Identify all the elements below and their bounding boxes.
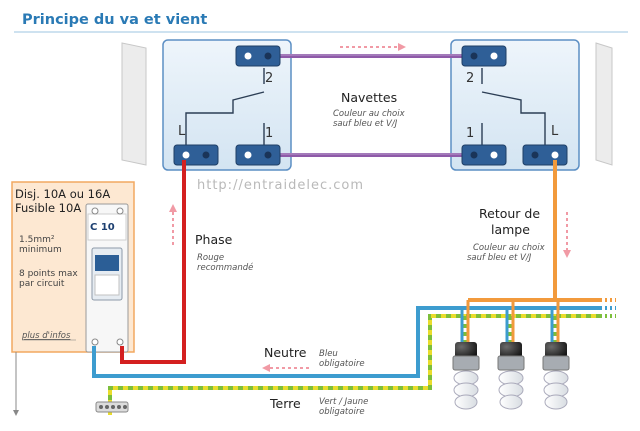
- more-info-link[interactable]: plus d'infos: [21, 331, 71, 341]
- wall-plate-left: [121, 42, 147, 166]
- breaker-points-1: 8 points max: [19, 269, 78, 279]
- switch-left-terminal-2: [235, 45, 281, 67]
- switch-left-terminal-1: [235, 144, 281, 166]
- switch-right: [450, 39, 580, 171]
- navettes-label: Navettes: [341, 90, 397, 105]
- neutral-flow-arrowhead: [262, 364, 270, 372]
- switch-right-label-2: 2: [466, 71, 474, 86]
- breaker-label: C 10: [90, 222, 115, 233]
- terre-note-1: Vert / Jaune: [319, 397, 368, 407]
- navettes-note-2: sauf bleu et V/J: [333, 119, 398, 129]
- watermark: http://entraidelec.com: [197, 178, 364, 193]
- switch-right-terminal-2: [461, 45, 507, 67]
- switch-right-terminal-1: [461, 144, 507, 166]
- supply-arrowhead: [13, 410, 19, 416]
- wall-plate-right: [595, 42, 613, 166]
- switch-left: [162, 39, 292, 171]
- phase-flow-arrowhead: [169, 204, 177, 212]
- phase-note-2: recommandé: [197, 262, 253, 273]
- switch-right-terminal-L: [522, 144, 568, 166]
- terre-note-2: obligatoire: [319, 407, 365, 417]
- phase-note-1: Rouge: [197, 253, 224, 263]
- switch-right-contacts: [481, 68, 546, 145]
- switch-right-label-L: L: [551, 124, 559, 139]
- neutral-wire: [92, 306, 600, 378]
- earth-wire: [108, 314, 600, 415]
- breaker-rating-line-2: Fusible 10A: [15, 201, 81, 215]
- neutre-note-1: Bleu: [319, 349, 338, 359]
- navette-flow-arrowhead: [398, 43, 406, 51]
- switch-left-label-L: L: [178, 124, 186, 139]
- switch-right-label-1: 1: [466, 126, 474, 141]
- phase-label: Phase: [195, 232, 233, 247]
- earth-terminal-block: [95, 401, 129, 413]
- diagram-title: Principe du va et vient: [22, 12, 207, 28]
- switch-left-terminal-L: [173, 144, 219, 166]
- breaker-section-1: 1.5mm²: [19, 235, 55, 245]
- retour-label-1: Retour de: [479, 206, 540, 221]
- switch-left-label-2: 2: [265, 71, 273, 86]
- neutre-note-2: obligatoire: [319, 359, 365, 369]
- retour-note-1: Couleur au choix: [473, 243, 546, 253]
- breaker-rating-line-1: Disj. 10A ou 16A: [15, 187, 110, 201]
- phase-wire: [120, 160, 186, 364]
- breaker-points-2: par circuit: [19, 279, 65, 289]
- bulb-2: [497, 342, 525, 410]
- circuit-breaker: [85, 203, 129, 353]
- navettes-note-1: Couleur au choix: [333, 109, 406, 119]
- return-wire: [553, 160, 600, 302]
- bulb-1: [452, 342, 480, 410]
- switch-left-label-1: 1: [265, 126, 273, 141]
- retour-note-2: sauf bleu et V/J: [467, 253, 532, 263]
- neutre-label: Neutre: [264, 345, 307, 360]
- return-flow-arrowhead: [563, 250, 571, 258]
- bulb-3: [542, 342, 570, 410]
- terre-label: Terre: [269, 396, 301, 411]
- breaker-section-2: minimum: [19, 245, 62, 255]
- retour-label-2: lampe: [491, 222, 530, 237]
- switch-left-contacts: [185, 68, 265, 145]
